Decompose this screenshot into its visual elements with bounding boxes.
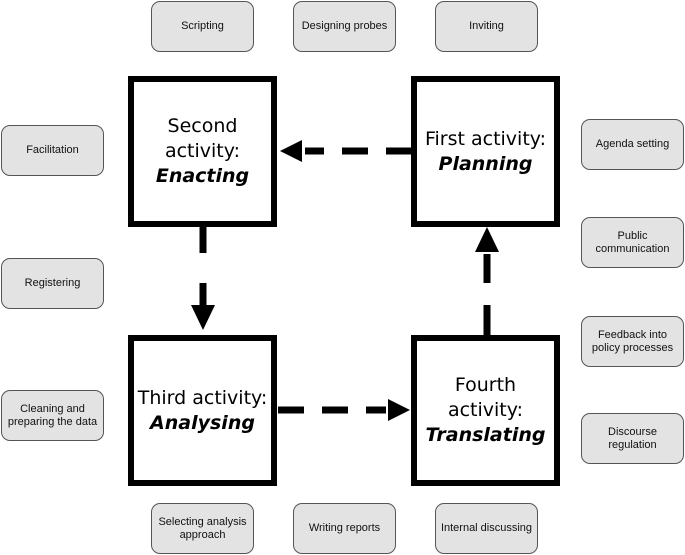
tag-selecting-analysis-approach: Selecting analysis approach — [151, 503, 254, 554]
activity-label: Fourth activity: — [447, 374, 524, 421]
arrow-planning-to-enacting — [280, 140, 412, 162]
activity-box-fourth: Fourth activity: Translating — [411, 335, 560, 486]
tag-facilitation: Facilitation — [1, 125, 104, 176]
tag-registering: Registering — [1, 258, 104, 309]
tag-designing-probes: Designing probes — [293, 1, 396, 52]
activity-label: Second — [167, 115, 238, 137]
activity-box-second: Second activity: Enacting — [128, 76, 277, 227]
activity-name-translating: Translating — [425, 424, 546, 446]
activity-box-third: Third activity: Analysing — [128, 335, 277, 486]
tag-scripting: Scripting — [151, 1, 254, 52]
activity-name-enacting: Enacting — [155, 165, 250, 187]
tag-internal-discussing: Internal discussing — [435, 503, 538, 554]
tag-discourse-regulation: Discourse regulation — [581, 413, 684, 464]
tag-public-communication: Public communication — [581, 217, 684, 268]
activity-name-analysing: Analysing — [150, 411, 255, 434]
tag-cleaning-and-preparing: Cleaning and preparing the data — [1, 390, 104, 441]
arrow-translating-to-planning — [475, 227, 499, 335]
tag-agenda-setting: Agenda setting — [581, 119, 684, 170]
tag-feedback-into-policy: Feedback into policy processes — [581, 316, 684, 367]
tag-writing-reports: Writing reports — [293, 503, 396, 554]
activity-label: Third activity: — [137, 386, 268, 409]
activity-name-planning: Planning — [438, 152, 533, 175]
arrow-analysing-to-translating — [278, 399, 410, 421]
activity-box-first: First activity: Planning — [411, 76, 560, 227]
tag-inviting: Inviting — [435, 1, 538, 52]
arrow-enacting-to-analysing — [191, 227, 215, 330]
activity-label: First activity: — [424, 127, 547, 150]
activity-label: activity: — [164, 140, 241, 162]
